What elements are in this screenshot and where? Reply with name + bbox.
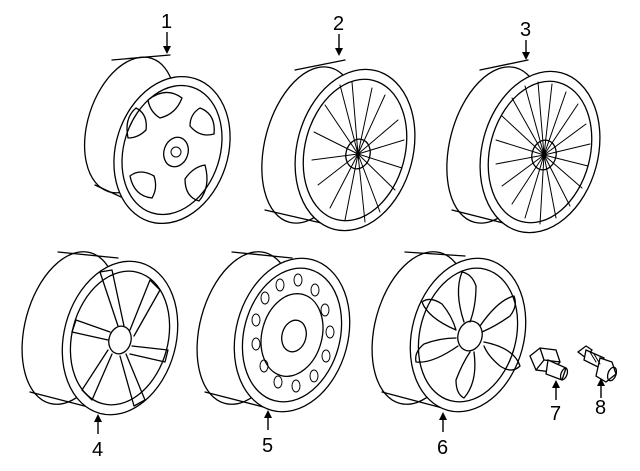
wheel-5[interactable] xyxy=(181,241,366,425)
callout-label: 4 xyxy=(92,439,103,461)
callout-2: 2 xyxy=(333,13,344,56)
callout-5: 5 xyxy=(262,410,273,457)
callout-8: 8 xyxy=(595,378,606,419)
lug-nut-icon xyxy=(529,347,569,381)
wheel-2[interactable] xyxy=(246,56,432,244)
wheel-seven-spoke-icon xyxy=(61,260,179,416)
wheel-multi-spoke-icon xyxy=(479,70,601,234)
wheel-4[interactable] xyxy=(6,241,194,428)
callout-label: 6 xyxy=(437,437,448,459)
callout-label: 5 xyxy=(262,435,273,457)
wheel-multi-spoke-icon xyxy=(294,68,416,232)
wheel-swirl-spoke-icon xyxy=(409,257,527,413)
wheel-6[interactable] xyxy=(356,241,542,425)
wheel-3[interactable] xyxy=(431,56,617,246)
lug-nut[interactable] xyxy=(529,347,569,381)
valve-stem-icon xyxy=(576,345,618,383)
callout-3: 3 xyxy=(520,19,531,60)
valve-stem[interactable] xyxy=(576,345,618,383)
wheel-five-hole-spoke-icon xyxy=(113,75,231,225)
callout-label: 1 xyxy=(161,11,172,33)
callout-7: 7 xyxy=(550,380,561,425)
callout-label: 8 xyxy=(595,397,606,419)
callout-label: 2 xyxy=(333,13,344,35)
callout-1: 1 xyxy=(161,11,172,54)
wheel-steel-icon xyxy=(233,257,351,413)
callout-label: 3 xyxy=(520,19,531,41)
callout-label: 7 xyxy=(550,403,561,425)
wheel-1[interactable] xyxy=(68,45,248,238)
callout-6: 6 xyxy=(437,412,448,459)
callout-4: 4 xyxy=(92,414,103,461)
